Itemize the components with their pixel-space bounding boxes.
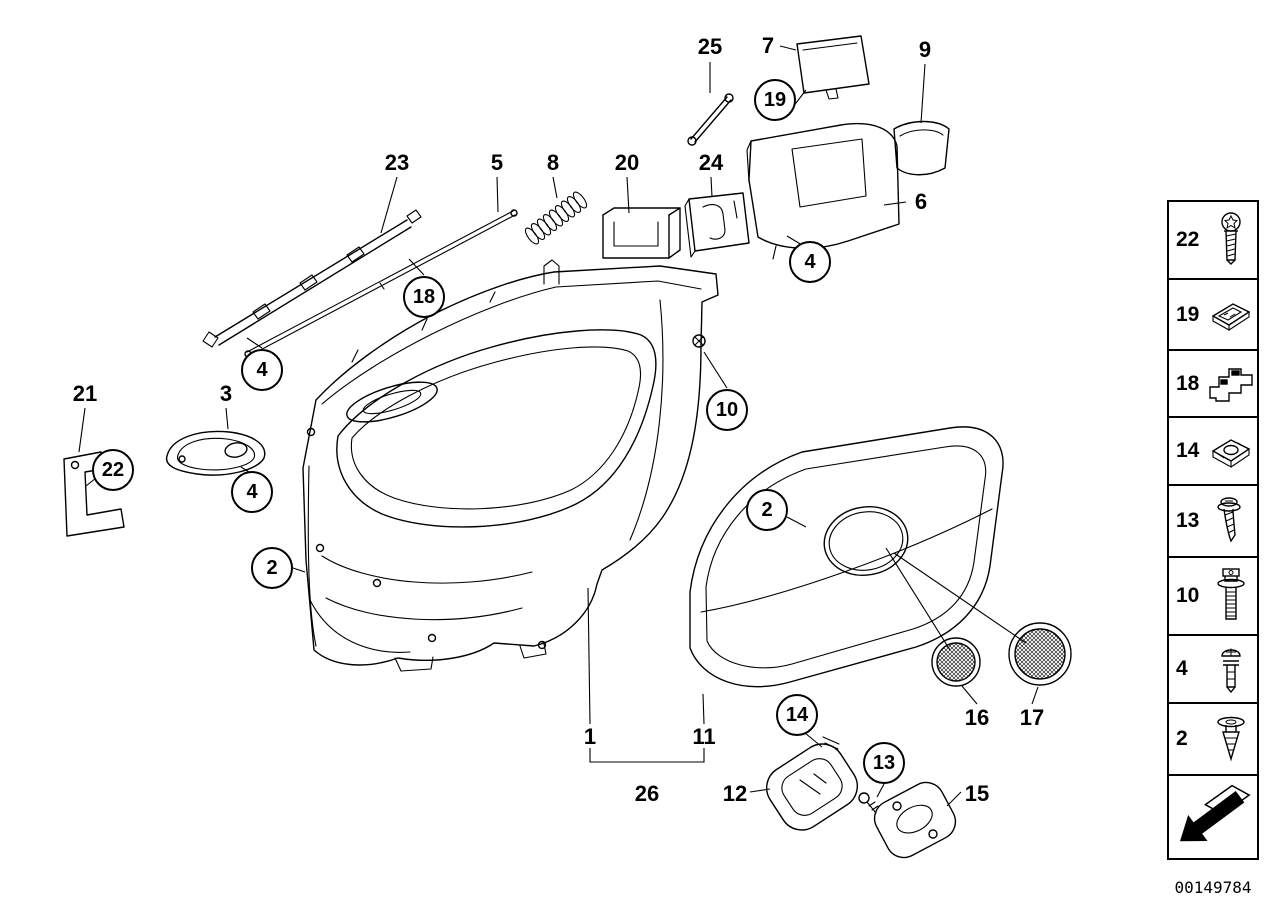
legend-label: 13 [1176, 509, 1200, 532]
callout-21[interactable]: 21 [70, 381, 100, 406]
round-head-screw-icon [1206, 211, 1255, 269]
callout-circled-13[interactable]: 13 [863, 742, 905, 784]
callout-16[interactable]: 16 [962, 705, 992, 730]
callout-25[interactable]: 25 [695, 34, 725, 59]
fastener-legend: 22 19 [1167, 200, 1259, 860]
legend-label: 4 [1176, 657, 1188, 680]
callout-circled-2b[interactable]: 2 [746, 489, 788, 531]
callout-circled-4b[interactable]: 4 [241, 349, 283, 391]
bracket-clip-icon [1206, 362, 1258, 406]
callout-5[interactable]: 5 [488, 150, 506, 175]
callout-23[interactable]: 23 [382, 150, 412, 175]
callout-9[interactable]: 9 [916, 37, 934, 62]
callout-6[interactable]: 6 [912, 189, 930, 214]
callout-1[interactable]: 1 [581, 724, 599, 749]
diagram-id: 00149784 [1174, 878, 1252, 897]
callout-20[interactable]: 20 [612, 150, 642, 175]
legend-label: 14 [1176, 439, 1200, 462]
legend-item-4[interactable]: 4 [1167, 634, 1259, 704]
tapping-screw-icon [1206, 493, 1255, 549]
callout-17[interactable]: 17 [1017, 705, 1047, 730]
legend-label: 2 [1176, 727, 1188, 750]
callout-circled-22[interactable]: 22 [92, 449, 134, 491]
legend-item-13[interactable]: 13 [1167, 484, 1259, 558]
legend-label: 22 [1176, 228, 1200, 251]
parts-shapes [63, 35, 1072, 859]
callout-11[interactable]: 11 [690, 724, 718, 749]
legend-label: 18 [1176, 371, 1200, 395]
callout-circled-18[interactable]: 18 [403, 276, 445, 318]
callout-circled-10[interactable]: 10 [706, 389, 748, 431]
legend-label: 10 [1176, 584, 1200, 607]
callout-12[interactable]: 12 [720, 781, 750, 806]
legend-item-14[interactable]: 14 [1167, 416, 1259, 486]
legend-label: 19 [1176, 302, 1200, 326]
callout-7[interactable]: 7 [759, 33, 777, 58]
legend-item-2[interactable]: 2 [1167, 702, 1259, 776]
callout-8[interactable]: 8 [544, 150, 562, 175]
callout-circled-19[interactable]: 19 [754, 79, 796, 121]
callout-circled-2a[interactable]: 2 [251, 547, 293, 589]
callout-circled-4c[interactable]: 4 [231, 471, 273, 513]
legend-item-10[interactable]: 10 [1167, 556, 1259, 636]
expanding-rivet-icon [1206, 711, 1255, 767]
legend-item-18[interactable]: 18 [1167, 349, 1259, 418]
callout-24[interactable]: 24 [696, 150, 726, 175]
direction-arrow-icon [1169, 778, 1257, 856]
callout-26[interactable]: 26 [632, 781, 662, 806]
callout-15[interactable]: 15 [962, 781, 992, 806]
rivet-pin-icon [1206, 642, 1255, 696]
direction-arrow-box [1167, 774, 1259, 860]
spring-nut-clip-icon [1206, 294, 1255, 336]
torx-bolt-icon [1206, 565, 1255, 627]
legend-item-19[interactable]: 19 [1167, 278, 1259, 351]
sheet-metal-nut-icon [1206, 429, 1255, 473]
callout-3[interactable]: 3 [217, 381, 235, 406]
callout-circled-14[interactable]: 14 [776, 694, 818, 736]
legend-item-22[interactable]: 22 [1167, 200, 1259, 280]
callout-circled-4a[interactable]: 4 [789, 241, 831, 283]
